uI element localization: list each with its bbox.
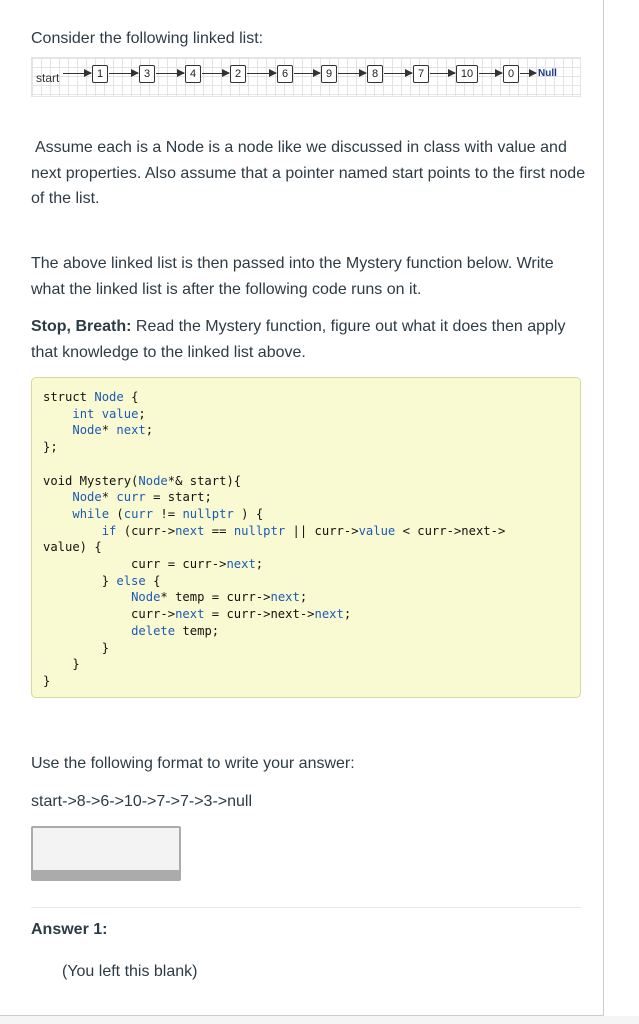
start-label: start bbox=[36, 71, 60, 85]
answer-input-frame bbox=[31, 826, 181, 881]
list-node: 3 bbox=[139, 65, 155, 83]
linked-list-diagram: start 1 3 4 2 6 9 8 7 10 0 Null bbox=[31, 57, 581, 97]
format-instruction: Use the following format to write your a… bbox=[31, 755, 355, 772]
list-node: 4 bbox=[185, 65, 201, 83]
stop-breath-label: Stop, Breath: bbox=[31, 318, 132, 335]
list-node: 0 bbox=[503, 65, 519, 83]
instruction-text: The above linked list is then passed int… bbox=[31, 255, 554, 298]
list-node: 1 bbox=[92, 65, 108, 83]
stop-breath-text: Stop, Breath: Read the Mystery function,… bbox=[31, 314, 586, 365]
arrow-start-to-first bbox=[63, 69, 92, 77]
list-arrow bbox=[294, 69, 321, 77]
list-arrow bbox=[202, 69, 230, 77]
assumption-text: Assume each is a Node is a node like we … bbox=[31, 139, 586, 207]
list-node: 6 bbox=[277, 65, 293, 83]
list-arrow bbox=[520, 69, 537, 77]
list-arrow bbox=[338, 69, 367, 77]
question-panel bbox=[0, 0, 604, 1016]
list-arrow bbox=[384, 69, 413, 77]
list-node: 8 bbox=[367, 65, 383, 83]
intro-text: Consider the following linked list: bbox=[31, 30, 264, 47]
answer-label: Answer 1: bbox=[31, 921, 108, 938]
list-node: 2 bbox=[230, 65, 246, 83]
section-divider bbox=[31, 907, 581, 908]
list-node: 7 bbox=[413, 65, 429, 83]
list-node: 10 bbox=[456, 65, 478, 83]
code-block: struct Node { int value; Node* next; }; … bbox=[31, 377, 581, 698]
page-bottom-strip bbox=[0, 1016, 639, 1024]
answer-input[interactable] bbox=[33, 828, 179, 870]
example-answer: start->8->6->10->7->7->3->null bbox=[31, 793, 253, 810]
list-arrow bbox=[247, 69, 277, 77]
list-node: 9 bbox=[321, 65, 337, 83]
list-arrow bbox=[156, 69, 185, 77]
list-arrow bbox=[430, 69, 456, 77]
null-label: Null bbox=[538, 68, 557, 79]
code-text: struct Node { int value; Node* next; }; … bbox=[43, 390, 506, 688]
list-arrow bbox=[479, 69, 503, 77]
answer-blank-text: (You left this blank) bbox=[62, 963, 198, 980]
stop-breath-body: Read the Mystery function, figure out wh… bbox=[31, 318, 566, 361]
list-arrow bbox=[109, 69, 139, 77]
